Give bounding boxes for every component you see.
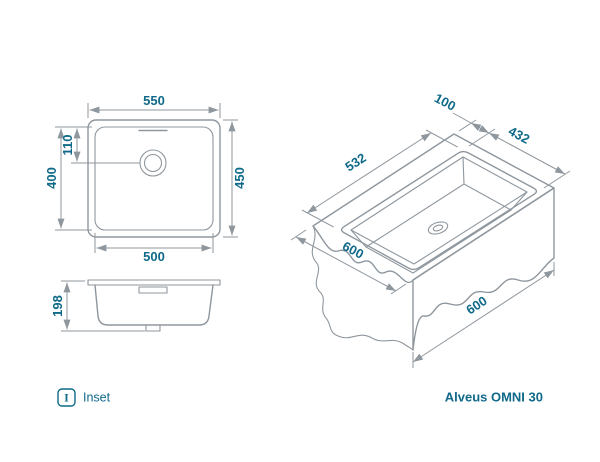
dim-label-cutout-width: 532 [342, 150, 368, 174]
sink-rim-profile [87, 279, 221, 286]
dim-label-drain-offset: 110 [60, 135, 75, 156]
dim-bowl-width: 500 [94, 233, 214, 264]
dim-edge-and-cutout-depth: 100 432 [432, 90, 571, 189]
dim-bowl-height: 400 [44, 126, 92, 231]
dim-outer-width: 550 [87, 93, 221, 118]
dim-label-counter-depth: 600 [340, 238, 366, 261]
inset-icon-letter: I [64, 393, 69, 405]
iso-drain-outer [427, 221, 449, 235]
dim-label-cabinet-width: 600 [463, 293, 489, 317]
dim-counter-depth: 600 [290, 229, 407, 295]
countertop-front-face [412, 187, 555, 351]
legend-label: Inset [83, 391, 111, 405]
dim-label-outer-height: 450 [232, 167, 247, 189]
sink-front-view [87, 279, 221, 332]
dim-drain-offset: 110 [60, 128, 140, 164]
sink-top-view [87, 119, 221, 238]
dim-label-cutout-depth: 432 [506, 123, 532, 146]
dim-cutout-width: 532 [301, 129, 458, 228]
dim-label-depth: 198 [50, 295, 65, 317]
drain-stub [145, 324, 161, 332]
dim-label-bowl-height: 400 [44, 167, 59, 189]
bowl-corner-top [462, 156, 465, 185]
iso-drain-inner [432, 224, 444, 232]
dim-cabinet-width: 600 [412, 262, 555, 368]
sink-bowl-edge [94, 126, 214, 231]
drain-inner-circle [143, 153, 163, 173]
product-name: Alveus OMNI 30 [445, 390, 543, 405]
bowl-bottom [365, 183, 512, 274]
inset-icon [57, 388, 76, 407]
drain-outer-circle [139, 149, 167, 177]
bowl-corner-right [510, 191, 528, 211]
dim-label-bowl-width: 500 [143, 249, 165, 264]
overflow-box [138, 286, 168, 294]
bowl-inner-rim [350, 156, 528, 265]
dim-label-edge-to-cutout: 100 [432, 90, 458, 113]
sink-cutout-rim [340, 150, 538, 271]
sink-bowl-profile [94, 284, 214, 326]
dim-depth: 198 [50, 280, 145, 332]
legend: I Inset [57, 388, 111, 407]
sink-outer-rim [87, 119, 221, 238]
broken-edge [311, 225, 414, 351]
dim-outer-height: 450 [223, 119, 247, 238]
dim-label-outer-width: 550 [143, 93, 165, 108]
